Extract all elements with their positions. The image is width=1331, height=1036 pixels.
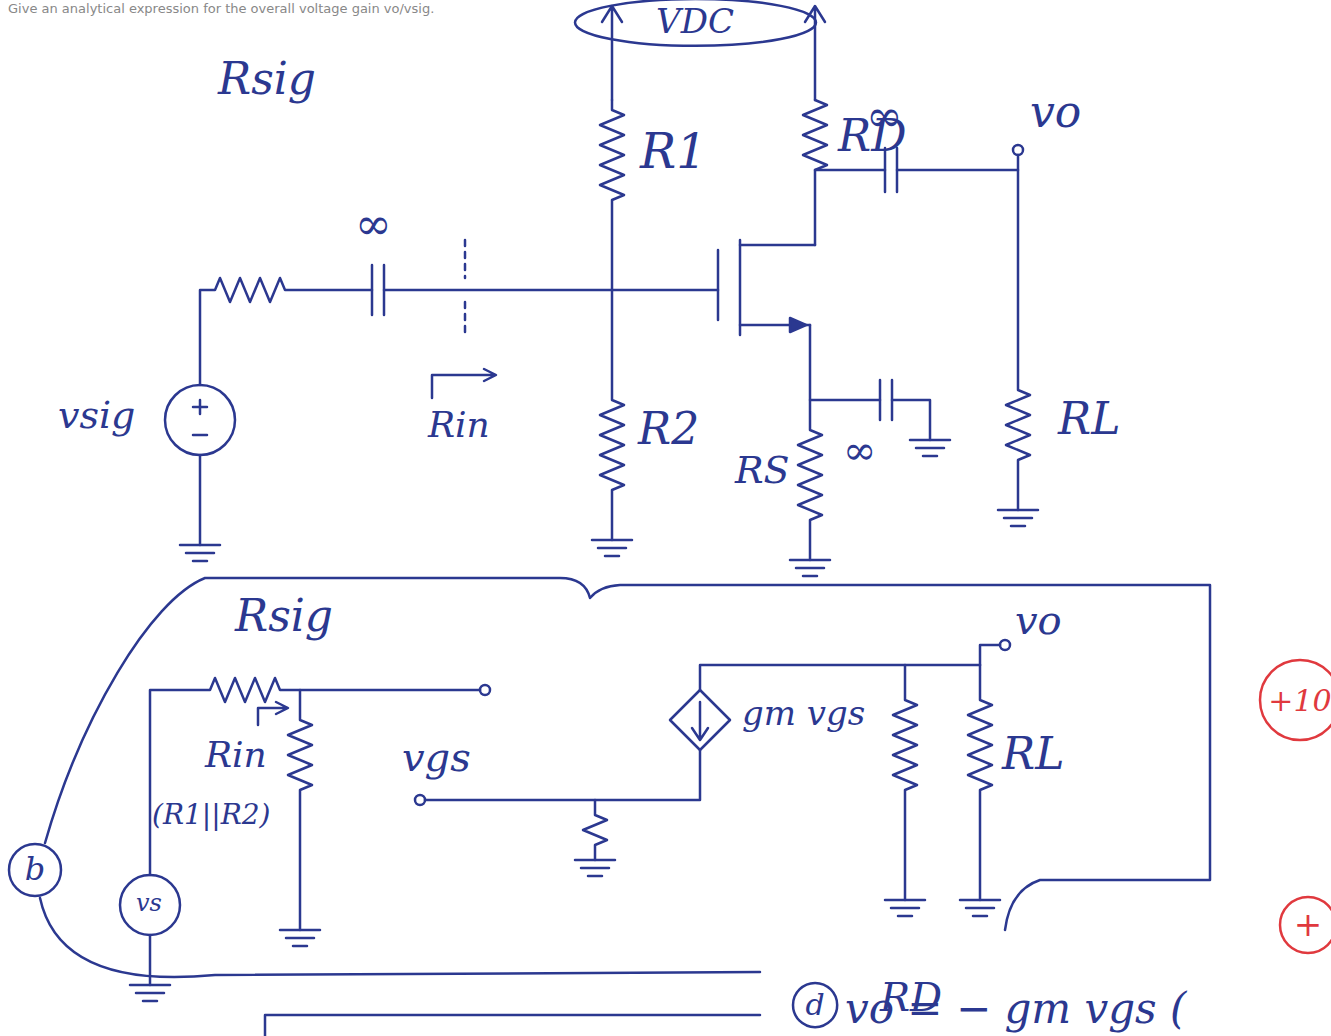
dependent-current-source [670,690,730,750]
polarity-mark [193,400,207,435]
wire [980,645,1000,665]
supply-arrow [602,6,622,100]
wire [897,155,1018,170]
capacitor-value: ∞ [843,428,876,472]
resistor-symbol [288,690,312,930]
part-circle: d [791,981,839,1029]
mosfet-symbol [717,250,720,320]
node-text: b [25,852,45,887]
mosfet-symbol [739,240,742,335]
part-note: (R1||R2) [152,800,271,831]
ground-symbol [910,440,950,456]
part-name: R1 [640,125,707,178]
input-terminal [415,795,425,805]
part-name: Rsig [218,55,316,103]
part-name: RL [1058,395,1120,443]
output-terminal [1013,145,1023,155]
rin-arrow [432,369,496,398]
dependent-current-source [692,702,708,740]
cut-marker [464,240,467,335]
ground-symbol [180,545,220,561]
wire [384,289,718,292]
resistor-symbol [798,325,822,560]
part-name: R2 [638,405,699,453]
node-text: VDC [656,3,734,40]
signal-name: vo [1030,88,1081,136]
part-name: RS [735,450,790,492]
wire [892,400,930,440]
voltage-source [120,875,180,935]
resistor-symbol [968,665,992,900]
resistor-symbol [200,278,372,385]
loop-bracket [265,1015,760,1036]
resistor-symbol [893,665,917,900]
mosfet-symbol [718,240,810,335]
capacitor-symbol [372,265,384,315]
grade-mark: + [1278,895,1331,955]
node-text: +10 [1268,684,1331,717]
resistor-symbol [1006,170,1030,510]
ground-symbol [885,900,925,916]
ground-symbol [280,930,320,946]
capacitor-value: ∞ [866,92,903,140]
resistor-symbol [600,100,624,290]
ground-symbol [575,860,615,876]
node-text: + [1294,906,1323,943]
part-name: Rin [205,735,267,775]
signal-name: vgs [402,735,471,779]
voltage-source [165,385,235,455]
output-terminal [1000,640,1010,650]
node-outline [1280,897,1331,953]
loop-bracket [45,578,1210,930]
signal-name: vsig [58,395,135,437]
equation-text: vo = − gm vgs ( [845,986,1186,1032]
wire [810,399,880,402]
node-outline [9,844,61,896]
ground-symbol [592,540,632,556]
input-terminal [480,685,490,695]
resistor-symbol [600,290,624,540]
ground-symbol [790,560,830,576]
signal-name: vs [136,890,162,916]
question-text: Give an analytical expression for the ov… [8,2,434,16]
part-name: Rsig [235,592,333,640]
part-name: RL [1002,730,1064,778]
capacitor-value: ∞ [355,200,392,248]
ground-symbol [960,900,1000,916]
mosfet-symbol [790,318,806,332]
grade-mark: +10 [1258,658,1331,742]
rin-arrow [258,702,288,725]
node-outline [793,983,837,1027]
wire [199,455,202,545]
part-circle: b [7,842,63,898]
node-outline [575,0,816,45]
loop-bracket [40,578,1210,1036]
wire [149,935,152,985]
supply-oval: VDC [573,0,818,47]
signal-name: vo [1015,598,1062,642]
wire [740,244,815,247]
resistor-symbol [803,100,827,245]
ground-symbol [998,510,1038,526]
wire [700,665,980,690]
wire [815,169,885,172]
node-text: d [805,988,824,1021]
dependent-current-source [670,690,730,750]
capacitor-symbol [880,380,892,420]
ground-symbol [130,985,170,1001]
node-outline [1260,660,1331,740]
resistor-symbol [583,800,607,860]
part-name: Rin [428,405,490,445]
resistor-symbol [150,678,480,875]
source-value: gm vgs [742,695,865,732]
